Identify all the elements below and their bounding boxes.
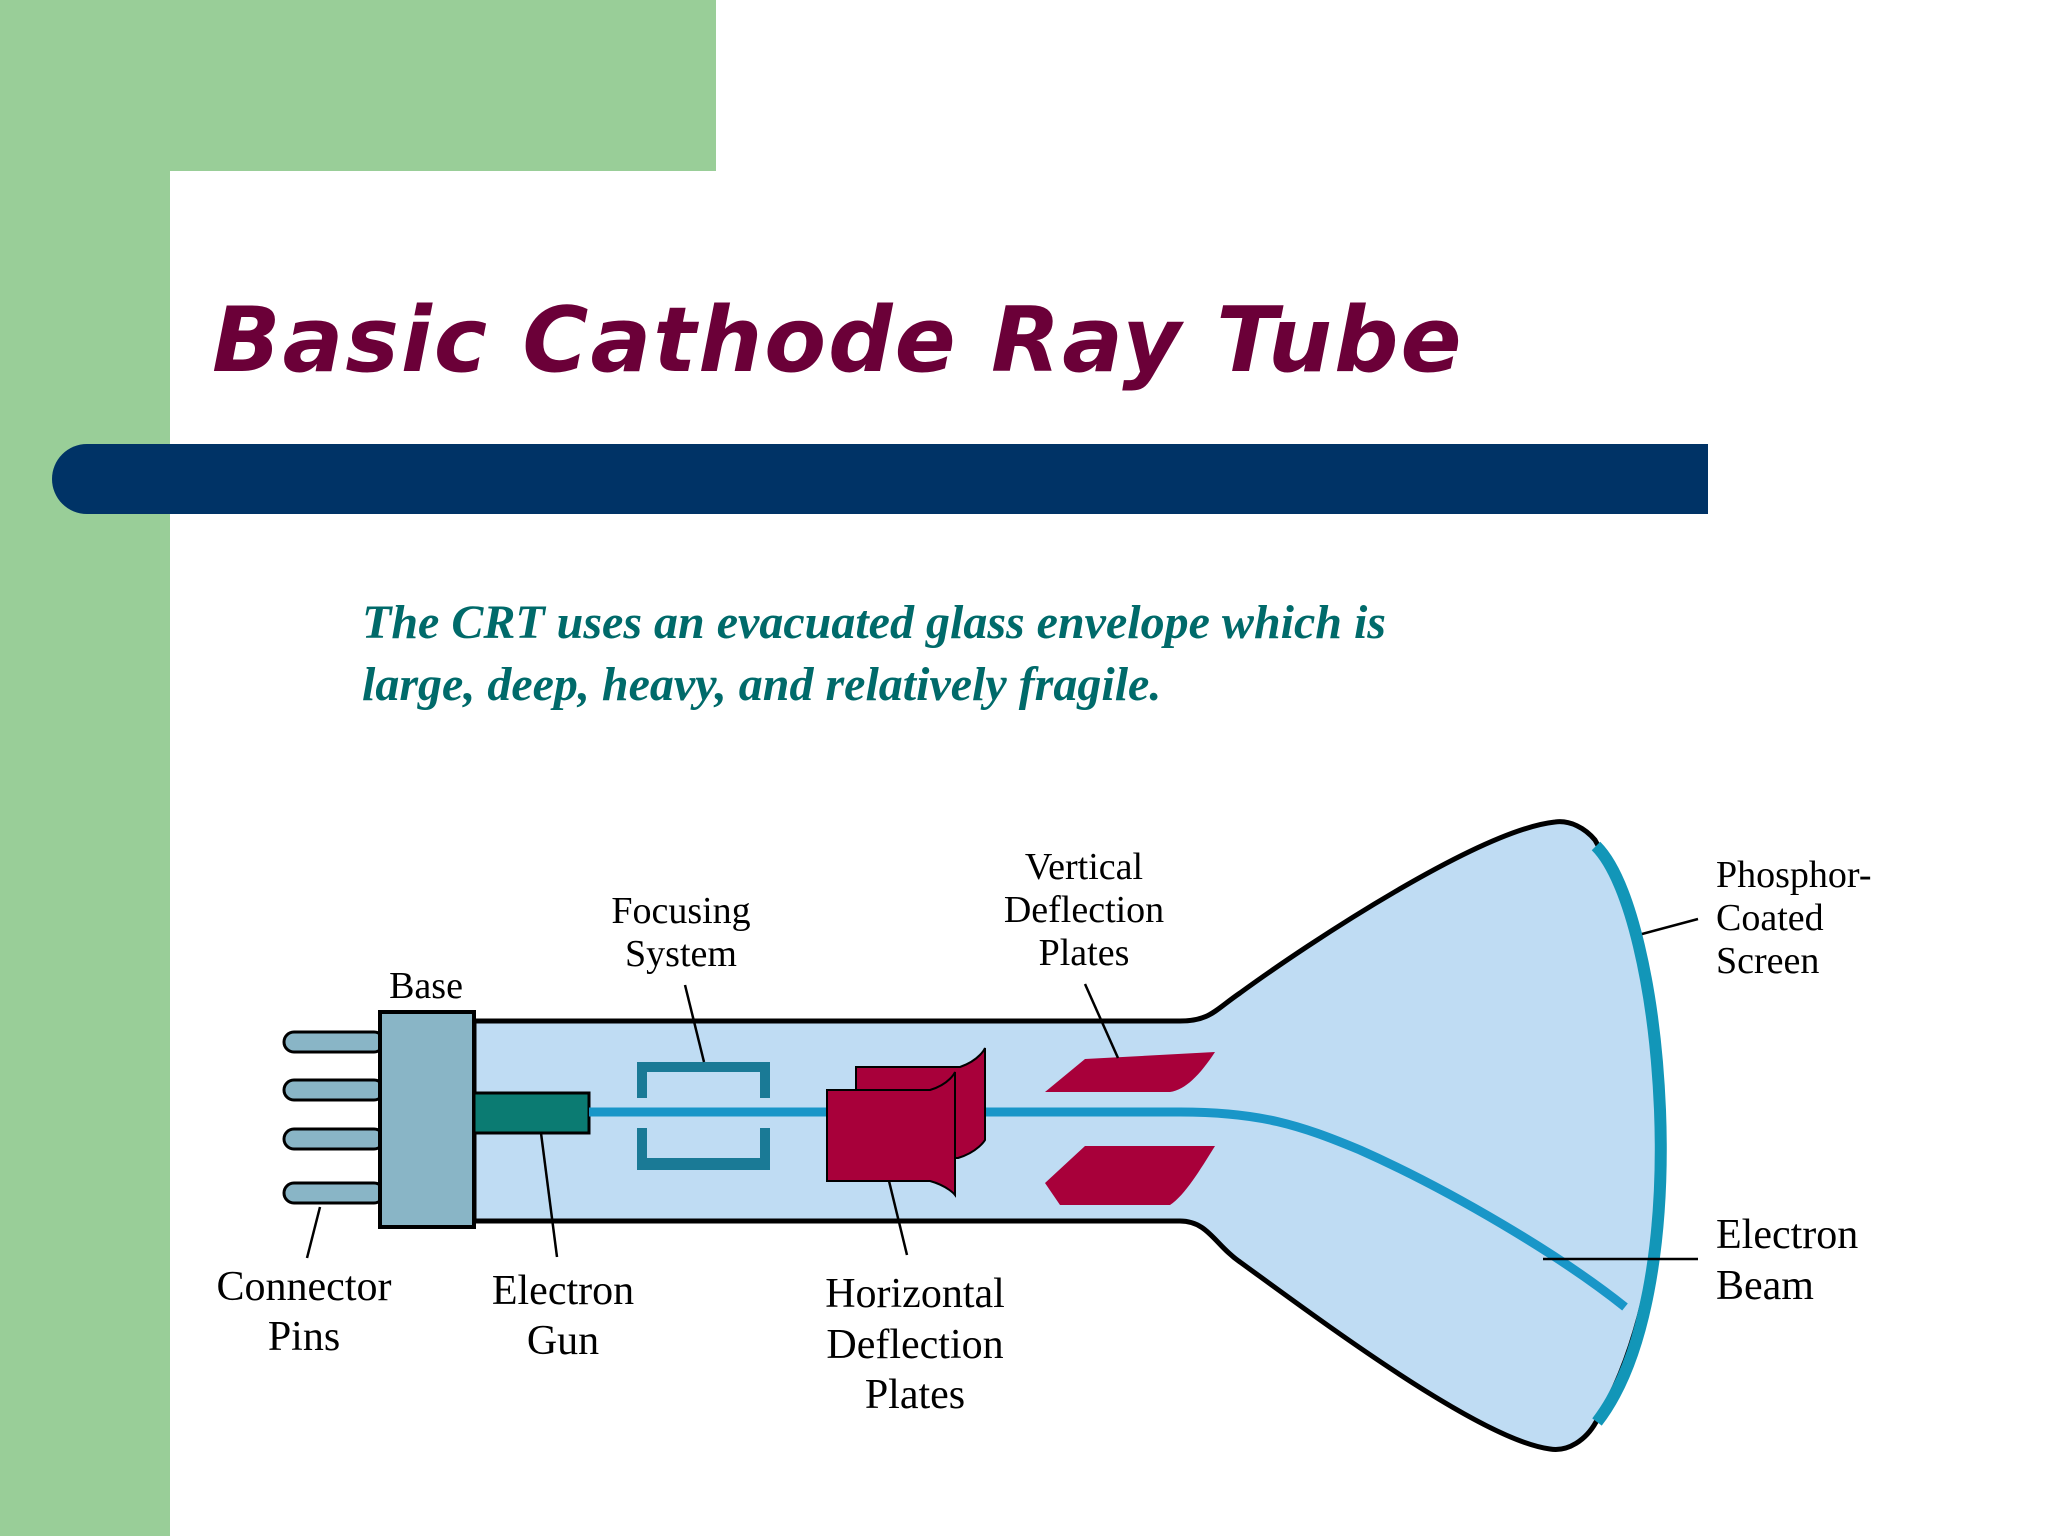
vertical-plate-upper [1045, 1052, 1215, 1092]
label-beam-2: Beam [1716, 1263, 1814, 1309]
content-panel [170, 171, 2048, 1536]
label-connector-1: Connector [217, 1264, 392, 1310]
label-connector-2: Pins [268, 1314, 340, 1360]
electron-gun [472, 1091, 591, 1135]
leader-focusing [683, 984, 706, 1063]
label-vertical-2: Deflection [1004, 889, 1164, 931]
label-horizontal-1: Horizontal [825, 1271, 1005, 1317]
leader-horizontal [887, 1180, 909, 1256]
connector-pins [282, 1030, 386, 1205]
green-top-band [0, 0, 716, 171]
label-gun-1: Electron [492, 1268, 634, 1314]
focusing-electrode-top [637, 1062, 770, 1098]
horizontal-plate-front [826, 1071, 956, 1198]
label-vertical-3: Plates [1039, 932, 1130, 974]
label-vertical-1: Vertical [1025, 846, 1143, 888]
leader-phosphor [1641, 917, 1699, 936]
label-gun-2: Gun [527, 1318, 599, 1364]
label-base: Base [389, 965, 463, 1007]
connector-pin [282, 1181, 386, 1205]
subtitle-line-2: large, deep, heavy, and relatively fragi… [362, 658, 1162, 711]
label-phosphor-2: Coated [1716, 897, 1824, 939]
vertical-plate-lower [1045, 1146, 1215, 1205]
vertical-deflection-plates [1045, 1052, 1215, 1205]
leader-connector [305, 1206, 322, 1259]
focusing-system [637, 1062, 770, 1170]
diagram-labels: Base Focusing System Vertical Deflection… [217, 846, 1872, 1418]
leader-lines [305, 917, 1699, 1261]
connector-pin [282, 1030, 386, 1054]
label-beam-1: Electron [1716, 1212, 1858, 1258]
label-focusing-2: System [625, 933, 737, 975]
label-horizontal-2: Deflection [826, 1322, 1003, 1368]
green-side-band [0, 0, 170, 1536]
connector-pin [282, 1078, 386, 1102]
tube-base [378, 1010, 476, 1229]
horizontal-deflection-plates [826, 1047, 986, 1198]
label-focusing-1: Focusing [611, 890, 750, 932]
label-phosphor-1: Phosphor- [1716, 854, 1871, 896]
label-horizontal-3: Plates [865, 1372, 965, 1418]
title-divider-bar [52, 444, 1708, 514]
slide-subtitle: The CRT uses an evacuated glass envelope… [362, 592, 1612, 716]
connector-pin [282, 1127, 386, 1151]
focusing-electrode-bottom [637, 1128, 770, 1170]
phosphor-screen [1591, 841, 1667, 1426]
leader-gun [539, 1132, 559, 1258]
slide-title: Basic Cathode Ray Tube [212, 288, 1464, 393]
subtitle-line-1: The CRT uses an evacuated glass envelope… [362, 596, 1386, 649]
leader-vertical [1083, 983, 1120, 1059]
label-phosphor-3: Screen [1716, 940, 1819, 982]
